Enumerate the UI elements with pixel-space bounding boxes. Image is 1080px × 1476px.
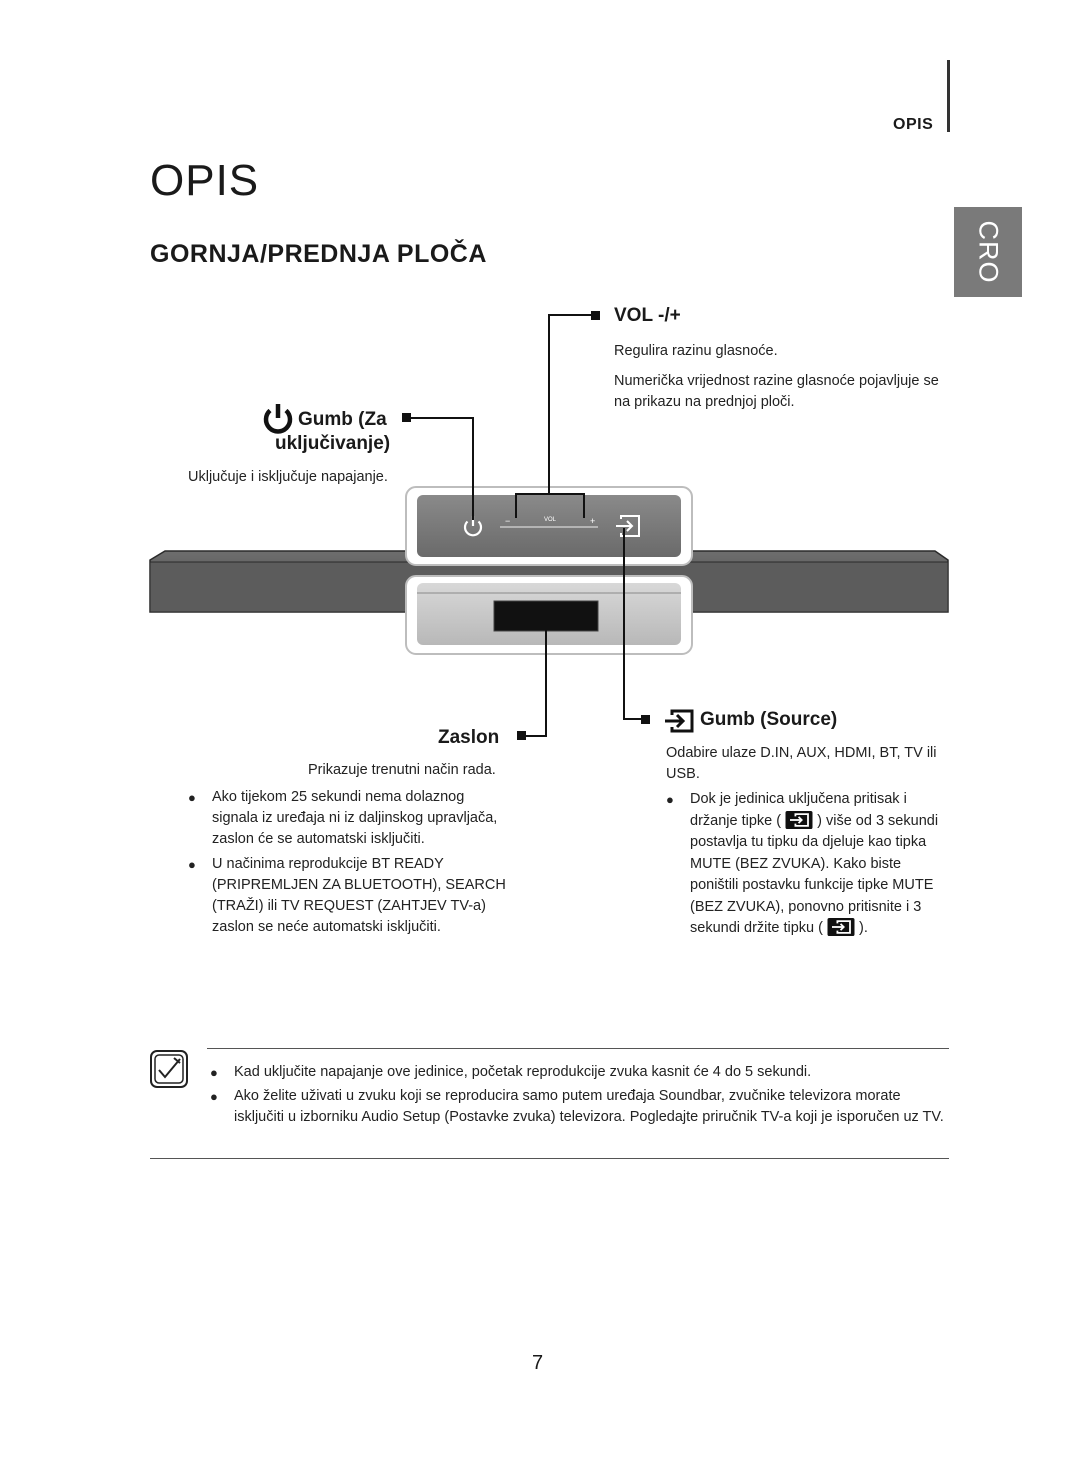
source-inline-icon (827, 918, 855, 936)
display-bullet-1: Ako tijekom 25 sekundi nema dolaznog sig… (188, 787, 508, 850)
leader-markers (402, 311, 650, 740)
power-description: Uključuje i isključuje napajanje. (188, 469, 388, 485)
page-number: 7 (532, 1352, 544, 1374)
note-top-rule (207, 1048, 949, 1049)
leader-lines (408, 314, 644, 737)
note-bottom-rule (150, 1158, 949, 1159)
source-bullet-part1: Dok je jedinica uključena pritisak i drž… (690, 791, 907, 829)
source-bullets: Dok je jedinica uključena pritisak i drž… (666, 789, 950, 940)
volume-control[interactable]: − VOL + (500, 516, 598, 528)
page-title: OPIS (150, 156, 260, 205)
source-heading-icon (665, 709, 694, 733)
note-list: Kad uključite napajanje ove jedinice, po… (210, 1062, 948, 1131)
source-description: Odabire ulaze D.IN, AUX, HDMI, BT, TV il… (666, 745, 937, 782)
source-heading: Gumb (Source) (700, 709, 838, 730)
vol-heading: VOL -/+ (614, 305, 681, 326)
header-divider (947, 60, 950, 132)
section-title: GORNJA/PREDNJA PLOČA (150, 240, 487, 268)
power-heading-line2: uključivanje) (275, 433, 391, 454)
vol-description: Regulira razinu glasnoće. Numerička vrij… (614, 341, 944, 413)
running-header: OPIS (893, 116, 934, 133)
display-bullets: Ako tijekom 25 sekundi nema dolaznog sig… (188, 787, 508, 938)
source-icon[interactable] (616, 515, 640, 537)
display-bullet-2: U načinima reprodukcije BT READY (PRIPRE… (188, 854, 508, 938)
note-item-2: Ako želite uživati u zvuku koji se repro… (210, 1086, 948, 1128)
power-heading-icon (263, 404, 293, 434)
vol-line-2: Numerička vrijednost razine glasnoće poj… (614, 373, 939, 410)
language-tab: CRO (954, 207, 1022, 297)
source-bullet-1: Dok je jedinica uključena pritisak i drž… (666, 789, 950, 940)
power-heading-line1: Gumb (Za (298, 409, 387, 430)
top-panel-callout: − VOL + (405, 486, 693, 566)
display-description: Prikazuje trenutni način rada. (308, 762, 496, 778)
source-inline-icon (785, 810, 813, 829)
source-bullet-part2: ) više od 3 sekundi postavlja tu tipku d… (690, 812, 939, 937)
front-panel-diagram: − VOL + (149, 311, 949, 740)
source-bullet-part3: ). (859, 920, 868, 936)
note-item-1: Kad uključite napajanje ove jedinice, po… (210, 1062, 948, 1083)
note-pencil-icon (150, 1050, 188, 1088)
display-heading: Zaslon (438, 727, 500, 748)
vol-plus-label: + (590, 516, 595, 526)
vol-minus-label: − (505, 516, 510, 526)
front-display-callout (405, 575, 693, 655)
vol-line-1: Regulira razinu glasnoće. (614, 343, 778, 359)
language-tab-label: CRO (973, 220, 1004, 284)
vol-label: VOL (544, 517, 557, 523)
